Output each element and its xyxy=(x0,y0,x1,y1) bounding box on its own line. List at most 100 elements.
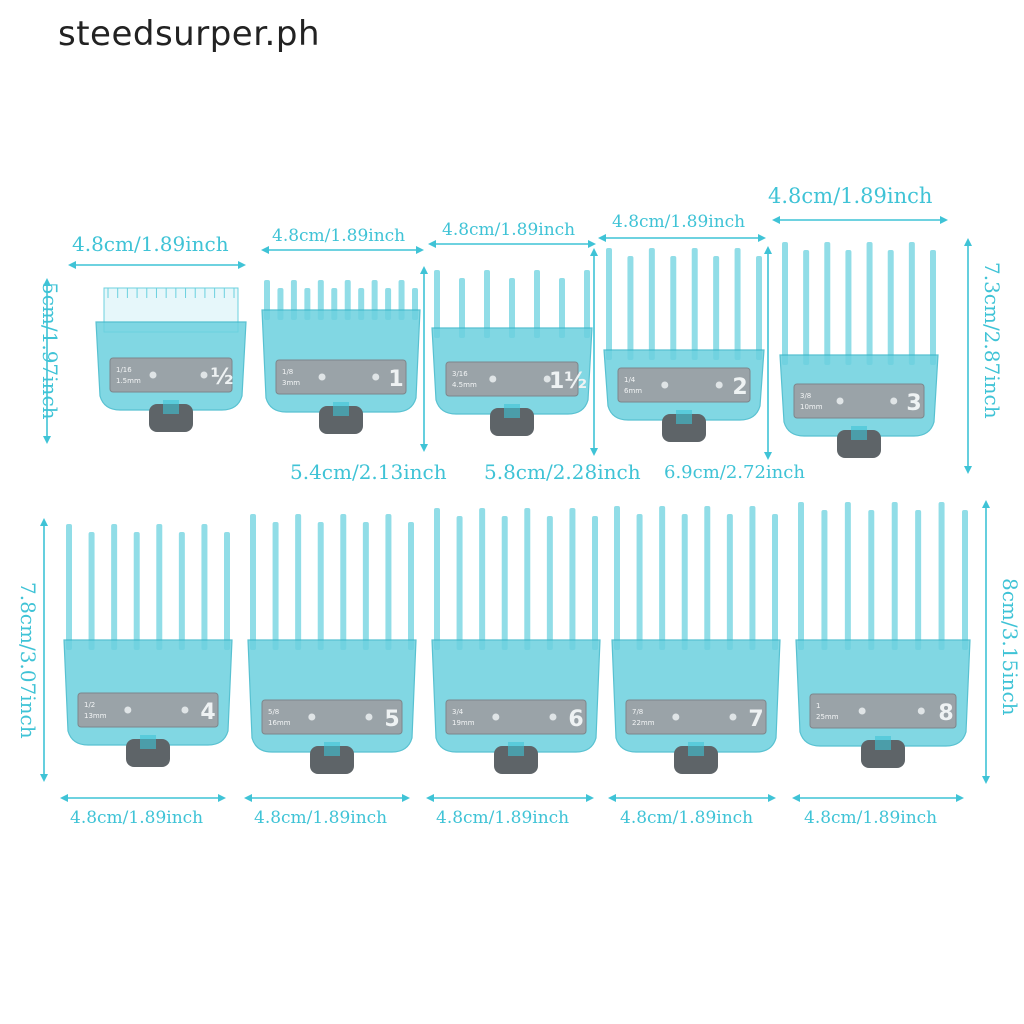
guard-2-row2-metal-plate xyxy=(261,699,403,735)
guard-1-row1-latch-tab xyxy=(163,400,179,414)
guard-5-row2-latch xyxy=(861,740,905,768)
guard-1-row2-number: 4 xyxy=(200,700,215,725)
guard-5-row2-number: 8 xyxy=(938,701,953,726)
guard-4-row1-size-mm: 6mm xyxy=(624,387,642,395)
guard-4-row1-tooth xyxy=(670,256,677,360)
guard-4-row2-tooth xyxy=(681,514,688,650)
guard-2-row2-number: 5 xyxy=(384,707,399,732)
guard-5-row2-metal-plate xyxy=(809,693,957,729)
guard-1-row2-size-mm: 13mm xyxy=(84,712,107,720)
guard-5-row1-rivet xyxy=(836,397,844,405)
guard-5-row1-number: 3 xyxy=(906,391,921,416)
guard-5-row2-tooth xyxy=(868,510,875,650)
guard-2-row1-rivet xyxy=(318,373,326,381)
guard-3-row1: 1½3/164.5mm xyxy=(431,270,593,436)
guard-5-row1-tooth xyxy=(782,242,788,365)
guard-2-row2-tooth xyxy=(385,514,392,650)
row1-height-label-3: 5.8cm/2.28inch xyxy=(484,460,641,484)
guard-3-row1-number: 1½ xyxy=(549,369,587,394)
guard-5-row2-tooth xyxy=(915,510,922,650)
guard-4-row2-body xyxy=(611,639,781,753)
guard-5-row1-tooth xyxy=(908,242,915,365)
guard-3-row1-tooth xyxy=(509,278,515,338)
guard-4-row1-tooth xyxy=(756,256,762,360)
guard-1-row1: ½ 1/16 1.5mm xyxy=(95,287,247,432)
row1-width-label-4: 4.8cm/1.89inch xyxy=(612,212,746,232)
guard-3-row2-latch-tab xyxy=(508,742,524,756)
guard-3-row2-metal-plate xyxy=(445,699,587,735)
guard-4-row2-latch xyxy=(674,746,718,774)
guard-4-row1-tooth xyxy=(713,256,720,360)
guard-4-row2-tooth xyxy=(749,506,756,650)
guard-2-row1-rivet xyxy=(372,373,380,381)
row1-height-label-2: 5.4cm/2.13inch xyxy=(290,460,447,484)
guard-4-row2-tooth xyxy=(659,506,666,650)
guard-4-row2-latch-tab xyxy=(688,742,704,756)
row2-width-label-1: 4.8cm/1.89inch xyxy=(70,808,204,828)
guard-5-row2-body xyxy=(795,639,971,747)
guard-3-row1-tooth xyxy=(584,270,590,338)
guard-1-row1-metal-plate xyxy=(109,357,233,393)
guard-3-row2-tooth xyxy=(479,508,486,650)
guard-4-row2-tooth xyxy=(772,514,778,650)
guard-4-row1-metal-plate xyxy=(617,367,751,403)
guard-2-row2-body xyxy=(247,639,417,753)
guard-1-row2-tooth xyxy=(133,532,140,650)
guard-4-row1-tooth xyxy=(606,248,612,360)
guard-3-row2-size-inch: 3/4 xyxy=(452,708,464,716)
guard-5-row2-tooth xyxy=(844,502,851,650)
guard-1-row2-tooth xyxy=(156,524,163,650)
guard-2-row2-rivet xyxy=(308,713,316,721)
guard-2-row1-number: 1 xyxy=(388,367,403,392)
guard-3-row1-tooth xyxy=(559,278,565,338)
guard-5-row2-size-mm: 25mm xyxy=(816,713,839,721)
guard-1-row2-latch xyxy=(126,739,170,767)
row2-width-label-5: 4.8cm/1.89inch xyxy=(804,808,938,828)
guard-5-row2-rivet xyxy=(917,707,925,715)
guard-3-row1-rivet xyxy=(489,375,497,383)
guard-4-row1-number: 2 xyxy=(732,375,747,400)
row1-height-label-1: 5cm/1.97inch xyxy=(38,282,62,420)
guard-4-row1-tooth xyxy=(648,248,655,360)
guard-5-row1-tooth xyxy=(803,250,810,365)
guard-1-row2: 4 1/2 13mm xyxy=(63,524,233,767)
guard-5-row1-tooth xyxy=(866,242,873,365)
guard-5-row2-tooth xyxy=(891,502,898,650)
guard-2-row2-tooth xyxy=(295,514,302,650)
guard-2-row2-tooth xyxy=(250,514,256,650)
row2-width-label-3: 4.8cm/1.89inch xyxy=(436,808,570,828)
guard-1-row1-number: ½ xyxy=(211,365,234,390)
guard-3-row2-tooth xyxy=(546,516,553,650)
guard-5-row2-tooth xyxy=(821,510,828,650)
guard-4-row2-tooth xyxy=(614,506,620,650)
guard-1-row1-size-mm: 1.5mm xyxy=(116,377,141,385)
guard-1-row1-latch xyxy=(149,404,193,432)
guard-1-row2-size-inch: 1/2 xyxy=(84,701,95,709)
row1-width-label-5: 4.8cm/1.89inch xyxy=(768,184,933,208)
guard-1-row1-size-inch: 1/16 xyxy=(116,366,132,374)
guard-2-row1-latch xyxy=(319,406,363,434)
guard-1-row2-tooth xyxy=(88,532,95,650)
guard-3-row2-rivet xyxy=(549,713,557,721)
guard-5-row1-latch xyxy=(837,430,881,458)
guard-5-row2-tooth xyxy=(798,502,804,650)
guard-4-row2-rivet xyxy=(672,713,680,721)
guard-2-row2-latch-tab xyxy=(324,742,340,756)
row1-width-label-1: 4.8cm/1.89inch xyxy=(72,232,229,256)
guard-1-row2-rivet xyxy=(181,706,189,714)
guard-4-row2-tooth xyxy=(704,506,711,650)
guard-1-row2-tooth xyxy=(111,524,118,650)
guard-4-row2-size-mm: 22mm xyxy=(632,719,655,727)
guard-4-row1-rivet xyxy=(661,381,669,389)
guard-1-row1-rivet xyxy=(200,371,208,379)
guard-2-row2-rivet xyxy=(365,713,373,721)
guard-3-row2-tooth xyxy=(501,516,508,650)
row1-width-label-3: 4.8cm/1.89inch xyxy=(442,220,576,240)
guard-4-row2-tooth xyxy=(726,514,733,650)
guard-3-row1-rivet xyxy=(543,375,551,383)
